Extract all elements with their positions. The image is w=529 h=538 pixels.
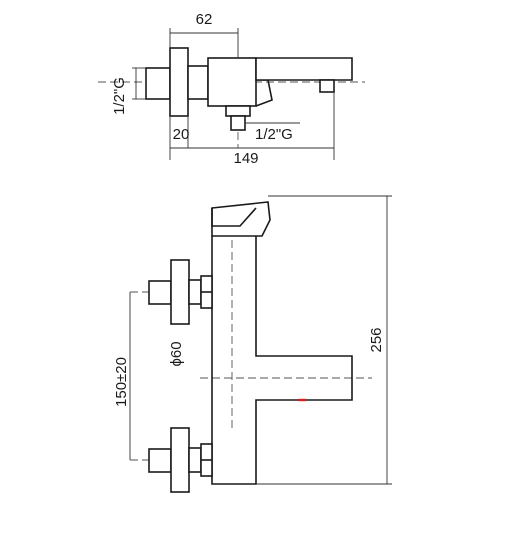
dim-phi60-label: ϕ60 [168, 341, 185, 366]
front-lower-nut [188, 447, 202, 473]
top-shower-outlet [230, 115, 246, 131]
dim-20-label: 20 [173, 126, 190, 143]
dim-149-label: 149 [233, 150, 258, 167]
dim-inlet-thread-label: 1/2"G [111, 77, 128, 115]
front-upper-flange [170, 259, 190, 325]
top-lever [255, 79, 273, 107]
top-spout [255, 57, 353, 81]
front-lower-flange [170, 427, 190, 493]
top-mixer-body [207, 57, 257, 107]
top-connector-nut [187, 65, 209, 100]
dim-150-label: 150±20 [113, 357, 130, 407]
front-lever-cap [211, 201, 271, 237]
top-spout-outlet [319, 79, 335, 93]
front-lower-inlet-pipe [148, 448, 172, 473]
front-upper-nut [188, 279, 202, 305]
top-inlet-pipe [145, 67, 171, 100]
top-wall-flange [169, 47, 189, 117]
front-mixer-body [211, 236, 353, 485]
dim-62-label: 62 [196, 11, 213, 28]
dim-256-label: 256 [368, 327, 385, 352]
front-lever-detail [211, 207, 257, 227]
top-diverter-nut [225, 105, 251, 117]
top-view: 62 1/2"G 20 1/2"G 149 [98, 11, 365, 167]
dim-outlet-thread-label: 1/2"G [255, 126, 293, 143]
front-upper-inlet-pipe [148, 280, 172, 305]
front-view: 150±20 ϕ60 256 [113, 195, 392, 493]
